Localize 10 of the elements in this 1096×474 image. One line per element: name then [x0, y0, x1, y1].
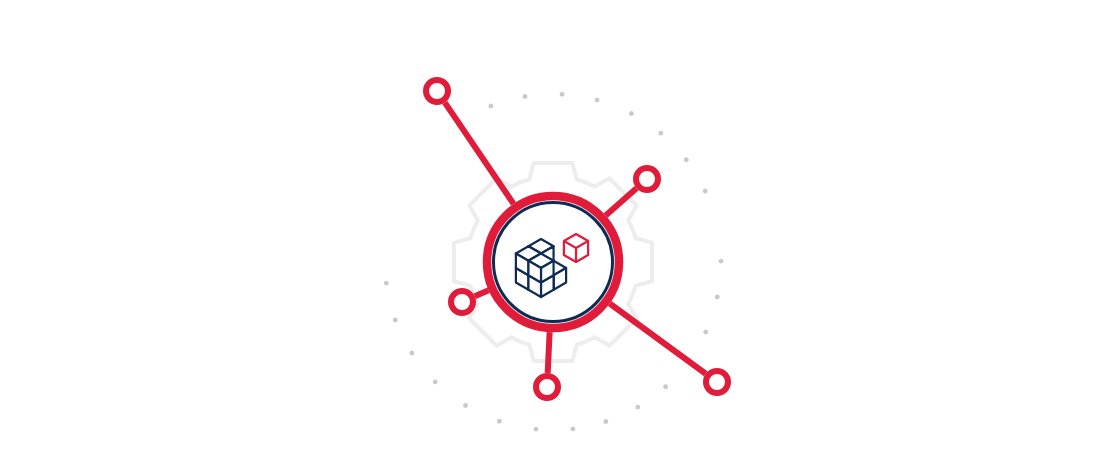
ring-node — [423, 77, 451, 105]
ring-node — [703, 368, 731, 396]
ring-node — [533, 373, 561, 401]
connector-line — [603, 186, 639, 218]
connector-line — [544, 332, 553, 374]
ring-node — [448, 288, 476, 316]
connector-line — [442, 100, 517, 206]
connector-line — [473, 287, 490, 300]
ring-node — [633, 165, 661, 193]
connector-line — [607, 301, 708, 377]
